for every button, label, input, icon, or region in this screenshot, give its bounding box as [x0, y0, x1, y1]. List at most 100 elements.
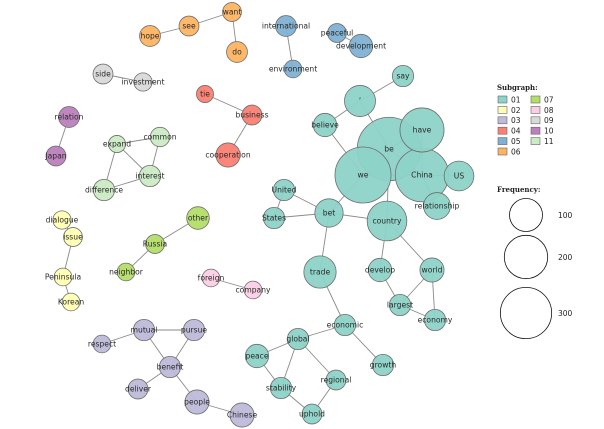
node-want [222, 2, 242, 22]
node-do [226, 41, 248, 63]
frequency-legend-200: 200 [503, 234, 573, 280]
node-circle-international [275, 15, 297, 37]
node-circle-believe [312, 112, 338, 138]
node-circle-tie [196, 85, 214, 103]
node-circle-largest [388, 293, 412, 317]
legend-item-07: 07 [530, 95, 554, 104]
node-label-pursue: pursue [181, 326, 208, 335]
node-benefit [158, 355, 182, 379]
node-bet [314, 198, 344, 228]
node-circle-uphold [301, 403, 323, 425]
node-neighbor [116, 262, 136, 282]
legend-swatch-09 [530, 116, 541, 125]
node-label-investment: investment [122, 78, 165, 87]
node-circle-neighbor [116, 262, 136, 282]
node-label-japan: Japan [44, 152, 66, 161]
frequency-legend-300: 300 [499, 286, 573, 340]
node-other [186, 206, 210, 230]
node-circle-chinese [229, 402, 255, 428]
node-believe [312, 112, 338, 138]
node-label-relation: relation [55, 113, 84, 122]
node-circle-respect [92, 334, 112, 354]
frequency-legend-100: 100 [509, 198, 573, 232]
node-circle-benefit [158, 355, 182, 379]
node-label-tie: tie [200, 90, 210, 99]
legend-label-02: 02 [511, 106, 521, 115]
node-circle-foreign [201, 268, 221, 288]
node-difference [92, 178, 116, 202]
node-label-deliver: deliver [125, 385, 152, 394]
node-circle-have [399, 107, 445, 153]
node-label-want: want [223, 8, 242, 17]
node-peaceful [327, 23, 347, 43]
node-circle-say [391, 64, 415, 88]
node-pursue [182, 318, 206, 342]
node-circle-cooperation [215, 142, 241, 168]
node-circle-company [243, 280, 263, 300]
node-circle-investment [133, 72, 153, 92]
node-circle-peaceful [327, 23, 347, 43]
node-label-neighbor: neighbor [109, 268, 144, 277]
node-circle-people [184, 389, 210, 415]
node-label-quote: ’ [359, 97, 361, 106]
node-circle-relation [58, 106, 80, 128]
node-label-international: international [262, 22, 310, 31]
node-international [275, 15, 297, 37]
node-label-economy: economy [418, 316, 453, 325]
node-label-china: China [411, 171, 433, 180]
node-company [243, 280, 263, 300]
node-circle-business [241, 104, 263, 126]
node-growth [371, 353, 395, 377]
node-environment [283, 59, 303, 79]
node-circle-quote [344, 85, 376, 117]
node-label-hope: hope [141, 32, 160, 41]
node-japan [45, 145, 67, 167]
node-label-trade: trade [310, 268, 331, 277]
node-trade [303, 255, 337, 289]
node-circle-we [334, 146, 392, 204]
legend-label-08: 08 [544, 106, 554, 115]
node-label-environment: environment [269, 65, 317, 74]
node-quote [344, 85, 376, 117]
legend-label-10: 10 [544, 127, 554, 136]
subgraph-legend-title: Subgraph: [497, 83, 538, 92]
legend-item-04: 04 [497, 127, 521, 136]
node-label-peninsula: Peninsula [45, 273, 81, 282]
node-world [419, 257, 445, 283]
legend-swatch-10 [530, 126, 541, 135]
node-circle-stability [269, 376, 293, 400]
node-label-foreign: foreign [198, 274, 225, 283]
node-label-russia: Russia [143, 240, 167, 249]
node-label-relationship: relationship [415, 202, 460, 211]
node-label-cooperation: cooperation [205, 151, 250, 160]
node-label-have: have [413, 126, 432, 135]
node-uphold [301, 403, 323, 425]
node-label-uphold: uphold [299, 410, 325, 419]
node-label-interest: interest [135, 172, 164, 181]
node-tie [196, 85, 214, 103]
legend-label-03: 03 [511, 116, 521, 125]
legend-label-07: 07 [544, 95, 554, 104]
node-label-develop: develop [365, 266, 395, 275]
legend-swatch-01 [497, 95, 508, 104]
node-label-say: say [396, 72, 410, 81]
node-label-benefit: benefit [157, 363, 184, 372]
node-circle-russia [145, 234, 165, 254]
node-business [241, 104, 263, 126]
node-circle-economy [423, 308, 447, 332]
legend-swatch-06 [497, 147, 508, 156]
node-label-issue: issue [63, 233, 83, 242]
node-label-be: be [384, 145, 394, 154]
legend-swatch-03 [497, 116, 508, 125]
node-label-world: world [422, 266, 443, 275]
legend-swatch-07 [530, 95, 541, 104]
node-investment [133, 72, 153, 92]
node-circle-world [419, 257, 445, 283]
node-label-people: people [184, 398, 210, 407]
node-circle-develop [367, 257, 393, 283]
node-economy [423, 308, 447, 332]
node-label-growth: growth [370, 361, 397, 370]
node-circle-common [149, 126, 171, 148]
